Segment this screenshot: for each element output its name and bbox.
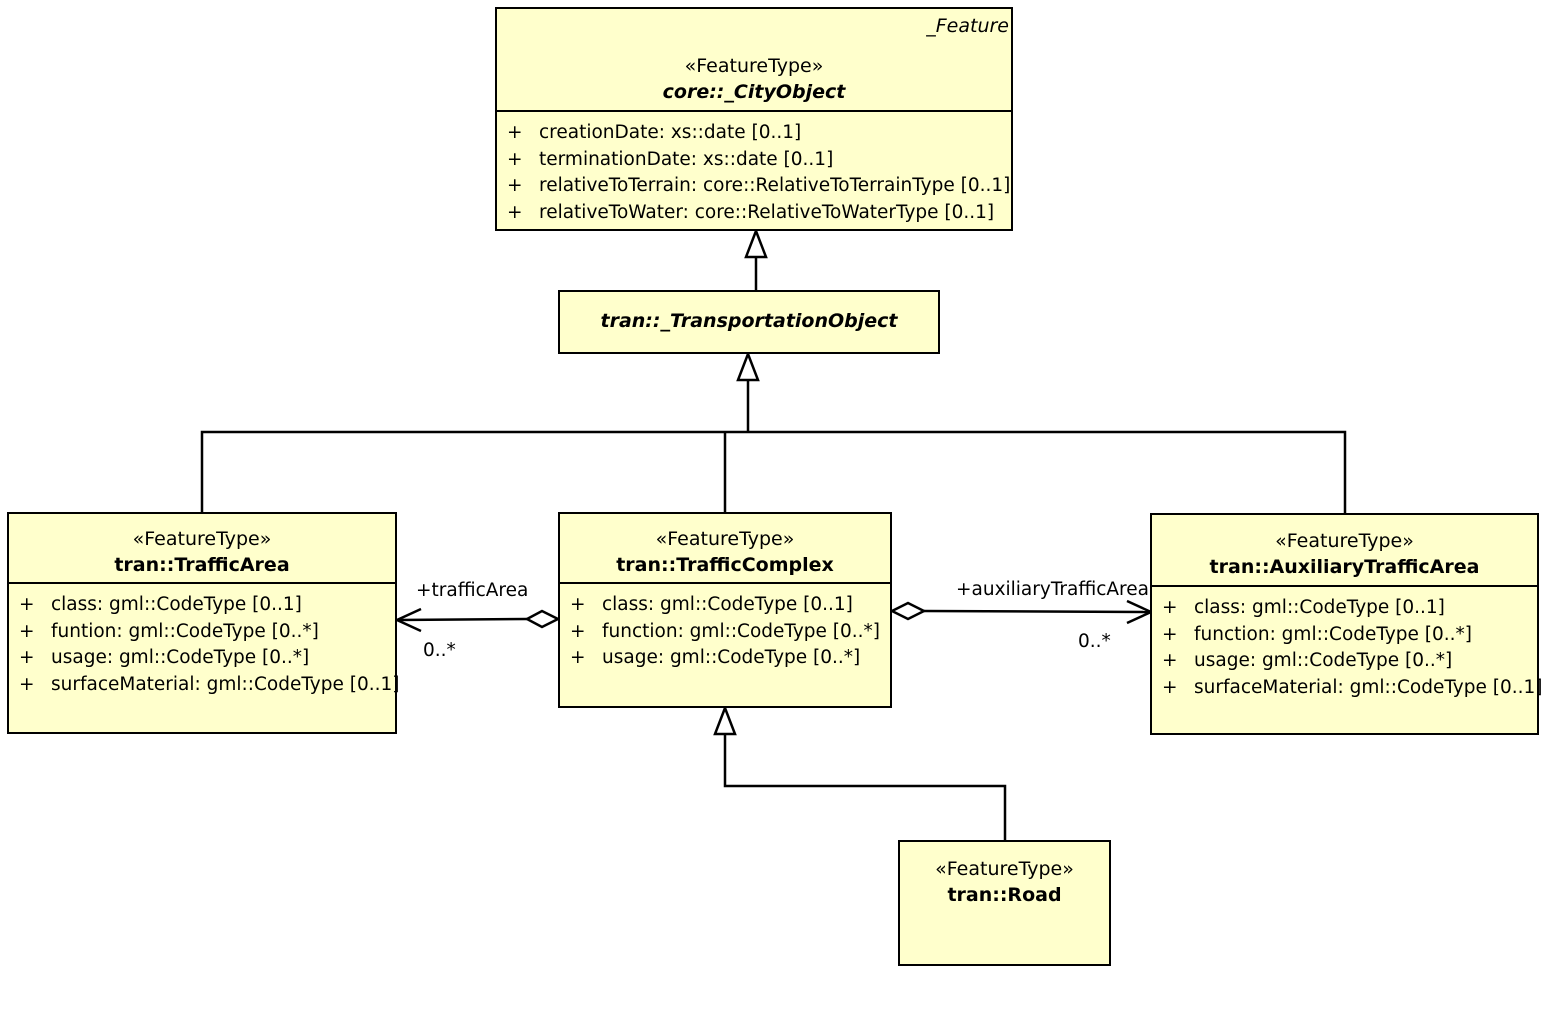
attribute: + surfaceMaterial: gml::CodeType [0..1] <box>19 672 399 699</box>
class-header: «FeatureType» tran::Road <box>900 842 1109 908</box>
navigability-arrow-trafficarea <box>393 607 422 633</box>
attribute-text: surfaceMaterial: gml::CodeType [0..1] <box>1194 676 1543 698</box>
visibility-marker: + <box>1162 650 1178 672</box>
class-road[interactable]: «FeatureType» tran::Road <box>898 840 1111 966</box>
attribute: + usage: gml::CodeType [0..*] <box>570 645 890 672</box>
class-header: tran::_TransportationObject <box>560 292 938 334</box>
visibility-marker: + <box>1162 623 1178 645</box>
attribute-list: +creationDate: xs::date [0..1] +terminat… <box>497 112 1011 226</box>
attribute: + function: gml::CodeType [0..*] <box>1162 622 1537 649</box>
stereotype-label: «FeatureType» <box>655 528 795 550</box>
class-auxiliary-traffic-area[interactable]: «FeatureType» tran::AuxiliaryTrafficArea… <box>1150 513 1542 735</box>
class-city-object[interactable]: _Feature «FeatureType» core::_CityObject… <box>495 7 1013 231</box>
attribute: + class: gml::CodeType [0..1] <box>19 592 395 619</box>
generalization-trafficarea-branch <box>200 430 748 513</box>
role-label-auxiliary-traffic-area: +auxiliaryTrafficArea <box>956 579 1149 600</box>
visibility-marker: + <box>570 620 586 642</box>
attribute: + creationDate: xs::date [0..1] <box>507 120 1011 147</box>
visibility-marker: + <box>1162 676 1178 698</box>
attribute-text: funtion: gml::CodeType [0..*] <box>51 620 319 642</box>
attribute-text: surfaceMaterial: gml::CodeType [0..1] <box>51 673 400 695</box>
stereotype-label: «FeatureType» <box>684 55 824 77</box>
visibility-marker: + <box>570 594 586 615</box>
visibility-marker: + <box>1162 597 1178 618</box>
class-header: «FeatureType» tran::TrafficArea <box>9 514 395 584</box>
class-name: core::_CityObject <box>662 81 846 103</box>
class-header: «FeatureType» tran::TrafficComplex <box>560 514 890 584</box>
multiplicity-label-traffic-area: 0..* <box>423 640 456 661</box>
visibility-marker: + <box>19 620 35 642</box>
stereotype-label: «FeatureType» <box>132 528 272 550</box>
visibility-marker: + <box>19 673 35 695</box>
aggregation-diamond-auxiliarytrafficarea <box>889 601 927 621</box>
attribute: + usage: gml::CodeType [0..*] <box>19 645 395 672</box>
attribute-text: function: gml::CodeType [0..*] <box>1194 623 1473 645</box>
attribute: + relativeToWater: core::RelativeToWaterT… <box>507 200 1011 227</box>
attribute: + function: gml::CodeType [0..*] <box>570 619 890 646</box>
generalization-arrowhead-transportationobject <box>736 350 760 382</box>
attribute: + relativeToTerrain: core::RelativeToTerr… <box>507 173 1011 200</box>
class-header: «FeatureType» tran::AuxiliaryTrafficArea <box>1152 515 1537 587</box>
generalization-arrowhead-cityobject <box>744 227 768 259</box>
aggregation-line-auxiliarytrafficarea <box>923 609 1152 614</box>
aggregation-line-trafficarea <box>396 617 528 622</box>
attribute-text: usage: gml::CodeType [0..*] <box>1194 650 1453 672</box>
attribute: + surfaceMaterial: gml::CodeType [0..1] <box>1162 675 1542 702</box>
visibility-marker: + <box>507 175 523 197</box>
attribute-text: class: gml::CodeType [0..1] <box>602 594 853 615</box>
class-traffic-complex[interactable]: «FeatureType» tran::TrafficComplex + clas… <box>558 512 892 708</box>
stereotype-label: «FeatureType» <box>1275 530 1414 552</box>
generalization-auxiliarytrafficarea-branch <box>748 430 1347 514</box>
attribute-list: +class: gml::CodeType [0..1] +function: … <box>560 584 890 672</box>
class-traffic-area[interactable]: «FeatureType» tran::TrafficArea + class: … <box>7 512 399 734</box>
generalization-arrowhead-trafficcomplex <box>713 704 737 736</box>
attribute: + funtion: gml::CodeType [0..*] <box>19 619 395 646</box>
visibility-marker: + <box>507 122 523 143</box>
aggregation-diamond-trafficarea <box>524 609 561 629</box>
visibility-marker: + <box>570 647 586 669</box>
class-name: tran::TrafficArea <box>114 554 290 576</box>
class-transportation-object[interactable]: tran::_TransportationObject <box>558 290 940 354</box>
attribute-text: relativeToTerrain: core::RelativeToTerra… <box>539 175 1011 197</box>
attribute-list: +class: gml::CodeType [0..1] +funtion: g… <box>9 584 399 699</box>
class-name: tran::TrafficComplex <box>616 554 834 576</box>
role-label-traffic-area: +trafficArea <box>416 580 529 601</box>
visibility-marker: + <box>507 148 523 170</box>
attribute: + class: gml::CodeType [0..1] <box>570 592 890 619</box>
visibility-marker: + <box>19 647 35 669</box>
attribute-list: +class: gml::CodeType [0..1] +function: … <box>1152 587 1542 702</box>
attribute-text: relativeToWater: core::RelativeToWaterTy… <box>539 201 995 223</box>
attribute: + usage: gml::CodeType [0..*] <box>1162 648 1537 675</box>
attribute-text: class: gml::CodeType [0..1] <box>51 594 302 615</box>
class-header: _Feature «FeatureType» core::_CityObject <box>497 9 1011 112</box>
tagged-value: _Feature <box>926 15 1009 37</box>
attribute-text: function: gml::CodeType [0..*] <box>602 620 881 642</box>
attribute-text: usage: gml::CodeType [0..*] <box>51 647 310 669</box>
attribute: + terminationDate: xs::date [0..1] <box>507 147 1011 174</box>
attribute: + class: gml::CodeType [0..1] <box>1162 595 1537 622</box>
class-name: tran::AuxiliaryTrafficArea <box>1209 556 1480 578</box>
class-name: tran::_TransportationObject <box>600 310 898 332</box>
visibility-marker: + <box>19 594 35 615</box>
attribute-text: terminationDate: xs::date [0..1] <box>539 148 834 170</box>
attribute-text: usage: gml::CodeType [0..*] <box>602 647 861 669</box>
stereotype-label: «FeatureType» <box>935 858 1074 880</box>
visibility-marker: + <box>507 201 523 223</box>
attribute-text: class: gml::CodeType [0..1] <box>1194 597 1445 618</box>
attribute-text: creationDate: xs::date [0..1] <box>539 122 802 143</box>
generalization-road-trafficcomplex <box>723 734 1007 841</box>
class-name: tran::Road <box>947 884 1062 906</box>
multiplicity-label-auxiliary-traffic-area: 0..* <box>1078 631 1111 652</box>
